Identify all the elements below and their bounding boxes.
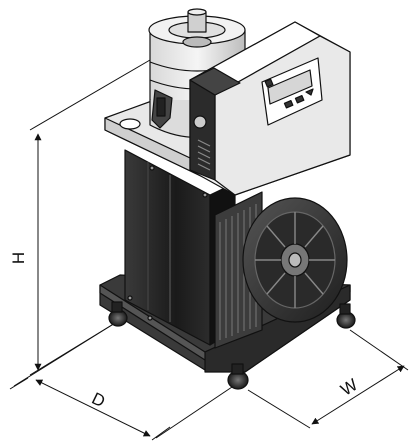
hopper-clamp — [151, 89, 173, 129]
width-dimension — [247, 329, 409, 429]
depth-dimension — [9, 319, 236, 441]
panel-buttons — [283, 88, 314, 109]
side-switch-icon — [193, 115, 207, 129]
control-panel — [261, 57, 323, 126]
caster-wheels — [108, 301, 356, 390]
height-label: H — [9, 252, 28, 264]
depth-label: D — [89, 389, 108, 411]
blower-motor — [214, 191, 348, 349]
machine-illustration — [99, 8, 356, 390]
